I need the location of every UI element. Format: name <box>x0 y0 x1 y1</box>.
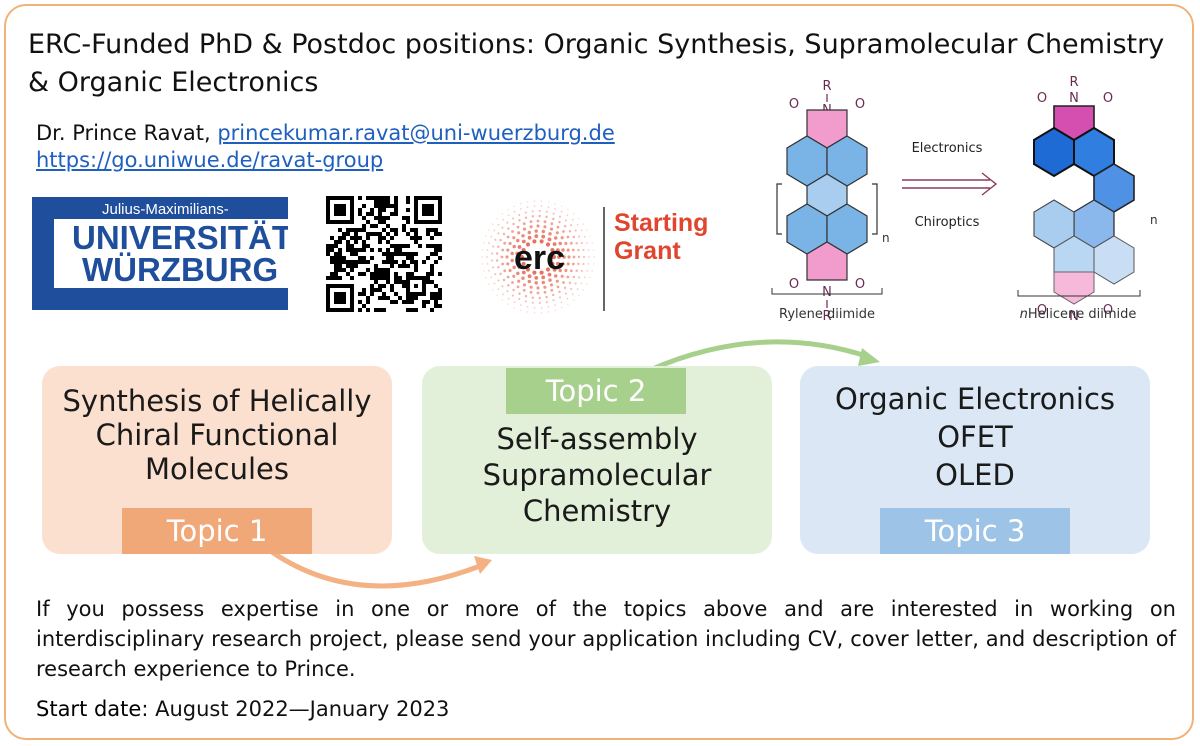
atom-o-bottom-left-b: O <box>855 277 865 292</box>
erc-starting-label: Starting <box>614 209 708 237</box>
page-title: ERC-Funded PhD & Postdoc positions: Orga… <box>28 29 1165 98</box>
email-link[interactable]: princekumar.ravat@uni-wuerzburg.de <box>217 121 615 145</box>
atom-o-top-left-a: O <box>789 97 799 112</box>
rylene-helicene-scheme: R N O O n N O O R <box>771 79 890 324</box>
topic-2-line-2: Supramolecular <box>482 458 712 492</box>
topic-3-tag: Topic 3 <box>880 508 1070 554</box>
application-paragraph: If you possess expertise in one or more … <box>36 597 1176 681</box>
erc-grant-label: Grant <box>614 237 681 265</box>
uni-logo-line2: UNIVERSITÄT <box>72 219 288 256</box>
erc-starting-grant-logo: erc Starting Grant <box>481 200 708 314</box>
subscript-n-right: n <box>1150 213 1158 227</box>
arrow-label-chiroptics: Chiroptics <box>915 215 980 230</box>
start-date-line: Start date: August 2022—January 2023 <box>36 694 449 724</box>
atom-n-bottom-left: N <box>822 285 832 300</box>
atom-r-bottom-left: R <box>822 309 831 324</box>
uni-logo-line1: Julius-Maximilians- <box>102 201 229 218</box>
contact-line: Dr. Prince Ravat, princekumar.ravat@uni-… <box>36 121 615 145</box>
topic-3-card: Organic Electronics OFET OLED <box>800 366 1150 554</box>
rylene-diimide-label: Rylene diimide <box>779 307 875 322</box>
atom-o-top-right-a: O <box>1037 91 1047 106</box>
start-date-label: Start date <box>36 697 142 721</box>
atom-o-bottom-right-a: O <box>1037 303 1047 318</box>
group-website-link[interactable]: https://go.uniwue.de/ravat-group <box>36 148 384 172</box>
topic-3-line-3: OLED <box>935 458 1015 492</box>
poster-frame <box>4 4 1194 740</box>
topic-1-line-1: Synthesis of Helically <box>62 384 372 418</box>
atom-o-top-right-b: O <box>1103 91 1113 106</box>
atom-n-top-right: N <box>1069 91 1079 106</box>
topic-2-line-1: Self-assembly <box>496 422 698 456</box>
atom-n-bottom-right: N <box>1069 309 1079 324</box>
helicene-diimide-label: nHelicene diimide <box>1020 307 1137 322</box>
atom-r-top-left: R <box>822 79 831 94</box>
start-date-value: : August 2022—January 2023 <box>141 697 450 721</box>
topic-2-line-3: Chemistry <box>522 494 672 528</box>
topic-3-line-2: OFET <box>937 420 1013 454</box>
topic-3-line-1: Organic Electronics <box>834 382 1116 416</box>
atom-o-top-left-b: O <box>855 97 865 112</box>
topic-1-line-2: Chiral Functional <box>95 418 339 452</box>
topic-1-line-3: Molecules <box>145 452 289 486</box>
topic-1-tag: Topic 1 <box>122 508 312 554</box>
contact-name: Dr. Prince Ravat <box>36 121 204 145</box>
atom-o-bottom-right-b: O <box>1103 303 1113 318</box>
uni-logo-line3: WÜRZBURG <box>82 251 278 288</box>
atom-o-bottom-left-a: O <box>789 277 799 292</box>
erc-wordmark: erc <box>514 239 565 277</box>
arrow-label-electronics: Electronics <box>912 141 983 156</box>
subscript-n-left: n <box>882 231 890 245</box>
topic-2-tag: Topic 2 <box>506 368 686 414</box>
helicene-scheme: Rylene diimide Electronics Chiroptics R … <box>779 75 1158 324</box>
university-wuerzburg-logo: Julius-Maximilians- UNIVERSITÄT WÜRZBURG <box>32 197 288 310</box>
atom-r-top-right: R <box>1069 75 1078 90</box>
qr-code[interactable] <box>326 196 442 312</box>
rylene-structure: R N O O n N O O R <box>771 79 890 324</box>
